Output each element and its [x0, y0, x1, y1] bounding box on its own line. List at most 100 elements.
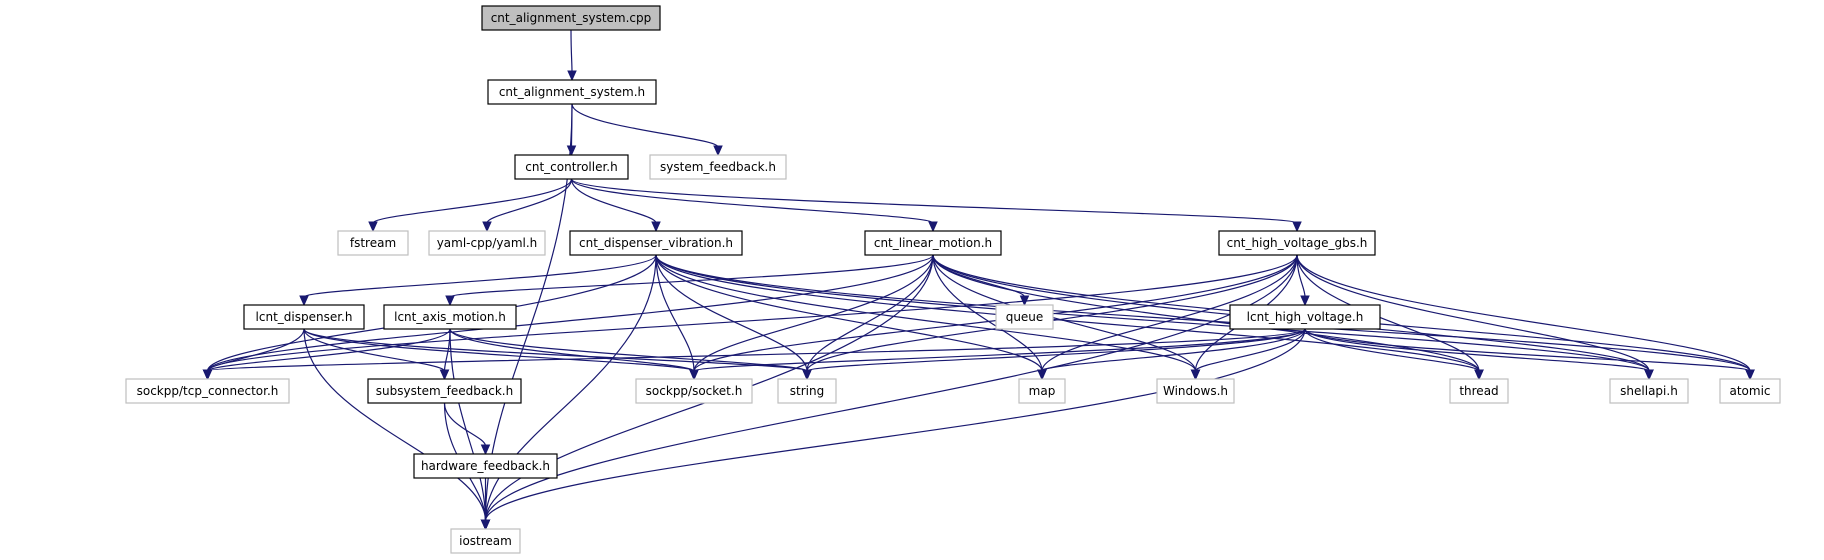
node-box-shellapi [1609, 378, 1689, 404]
node-label-yaml: yaml-cpp/yaml.h [437, 236, 538, 250]
node-box-ldisp [243, 304, 365, 330]
node-hvgbs[interactable]: cnt_high_voltage_gbs.h [1218, 230, 1376, 256]
node-subfb[interactable]: subsystem_feedback.h [367, 378, 522, 404]
node-box-yaml [428, 230, 546, 256]
edge-dvib-to-ldisp [303, 254, 657, 298]
node-box-atomic [1719, 378, 1781, 404]
edge-arrowhead-lhv-to-windows [1190, 369, 1201, 381]
node-box-map [1018, 378, 1066, 404]
edge-arrowhead-ctrl-to-hvgbs [1292, 221, 1302, 233]
node-label-ldisp: lcnt_dispenser.h [256, 310, 353, 324]
edge-laxis-to-iostream [449, 328, 487, 522]
node-box-fstream [337, 230, 409, 256]
node-cpp[interactable]: cnt_alignment_system.cpp [481, 5, 661, 31]
node-label-laxis: lcnt_axis_motion.h [394, 310, 506, 324]
node-laxis[interactable]: lcnt_axis_motion.h [383, 304, 517, 330]
edge-linm-to-sock [693, 254, 934, 372]
edge-ldisp-to-sock [303, 328, 695, 372]
edge-lhv-to-thread [1304, 328, 1480, 372]
edge-ldisp-to-subfb [303, 328, 446, 372]
node-ldisp[interactable]: lcnt_dispenser.h [243, 304, 365, 330]
node-label-map: map [1029, 384, 1056, 398]
node-tcp: sockpp/tcp_connector.h [125, 378, 290, 404]
edge-linm-to-thread [932, 254, 1480, 372]
node-sock: sockpp/socket.h [635, 378, 753, 404]
edge-arrowhead-ctrl-to-linm [928, 221, 938, 233]
edge-arrowhead-lhv-to-map [1037, 369, 1047, 381]
node-label-alignh: cnt_alignment_system.h [499, 85, 645, 99]
edge-arrowhead-subfb-to-hwfb [480, 444, 491, 456]
node-box-hvgbs [1218, 230, 1376, 256]
edge-alignh-to-sysfb [571, 103, 719, 148]
edge-arrowhead-hvgbs-to-lhv [1300, 295, 1310, 307]
node-queue: queue [995, 304, 1054, 330]
node-box-linm [864, 230, 1002, 256]
edge-linm-to-map [932, 254, 1043, 372]
node-label-queue: queue [1006, 310, 1044, 324]
edge-arrowhead-alignh-to-ctrl [566, 145, 577, 157]
edge-arrowhead-lhv-to-thread [1474, 369, 1484, 381]
node-box-string [777, 378, 837, 404]
edge-lhv-to-shellapi [1304, 328, 1650, 372]
node-label-subfb: subsystem_feedback.h [376, 384, 513, 398]
node-label-sysfb: system_feedback.h [660, 160, 776, 174]
node-box-hwfb [413, 453, 558, 479]
node-box-cpp [481, 5, 661, 31]
edge-ctrl-to-yaml [486, 178, 573, 224]
edge-ctrl-to-linm [570, 178, 934, 224]
node-box-sysfb [649, 154, 787, 180]
node-label-tcp: sockpp/tcp_connector.h [137, 384, 279, 398]
node-label-lhv: lcnt_high_voltage.h [1247, 310, 1364, 324]
edge-cpp-to-alignh [570, 29, 573, 73]
node-dvib[interactable]: cnt_dispenser_vibration.h [569, 230, 743, 256]
node-linm[interactable]: cnt_linear_motion.h [864, 230, 1002, 256]
edge-arrowhead-lhv-to-string [802, 369, 812, 381]
edge-hvgbs-to-thread [1296, 254, 1480, 372]
node-label-windows: Windows.h [1163, 384, 1228, 398]
edge-arrowhead-laxis-to-subfb [439, 369, 450, 381]
edge-linm-to-string [806, 254, 934, 372]
edge-dvib-to-string [655, 254, 808, 372]
node-windows: Windows.h [1156, 378, 1235, 404]
node-atomic: atomic [1719, 378, 1781, 404]
edge-hvgbs-to-tcp [206, 254, 1298, 372]
node-label-linm: cnt_linear_motion.h [874, 236, 992, 250]
edge-arrowhead-hwfb-to-iostream [480, 519, 491, 531]
node-box-dvib [569, 230, 743, 256]
node-label-dvib: cnt_dispenser_vibration.h [579, 236, 733, 250]
edge-ldisp-to-string [303, 328, 808, 372]
node-box-thread [1449, 378, 1509, 404]
node-ctrl[interactable]: cnt_controller.h [514, 154, 629, 180]
edge-hvgbs-to-shellapi [1296, 254, 1650, 372]
edge-dvib-to-shellapi [655, 254, 1650, 372]
edge-arrowhead-ctrl-to-dvib [651, 221, 661, 233]
node-label-fstream: fstream [350, 236, 396, 250]
edge-lhv-to-iostream [484, 328, 1306, 522]
node-hwfb[interactable]: hardware_feedback.h [413, 453, 558, 479]
node-label-string: string [790, 384, 824, 398]
node-shellapi: shellapi.h [1609, 378, 1689, 404]
edge-lhv-to-sock [693, 328, 1306, 372]
edge-arrowhead-ctrl-to-yaml [482, 221, 492, 233]
node-alignh[interactable]: cnt_alignment_system.h [487, 79, 657, 105]
node-sysfb: system_feedback.h [649, 154, 787, 180]
edge-laxis-to-subfb [443, 328, 451, 372]
node-thread: thread [1449, 378, 1509, 404]
node-box-ctrl [514, 154, 629, 180]
edge-lhv-to-map [1041, 328, 1306, 372]
node-label-ctrl: cnt_controller.h [525, 160, 617, 174]
node-lhv[interactable]: lcnt_high_voltage.h [1229, 304, 1381, 330]
node-map: map [1018, 378, 1066, 404]
edge-dvib-to-thread [655, 254, 1480, 372]
edge-subfb-to-hwfb [443, 402, 487, 447]
node-string: string [777, 378, 837, 404]
edge-arrowhead-cpp-to-alignh [567, 70, 577, 82]
edge-lhv-to-windows [1194, 328, 1306, 372]
edge-alignh-to-ctrl [570, 103, 573, 148]
edge-arrowhead-dvib-to-ldisp [299, 295, 309, 307]
edge-laxis-to-string [449, 328, 808, 372]
edge-hvgbs-to-atomic [1296, 254, 1751, 372]
nodes-layer: cnt_alignment_system.cpp cnt_alignment_sy… [125, 5, 1781, 554]
node-box-iostream [450, 528, 521, 554]
